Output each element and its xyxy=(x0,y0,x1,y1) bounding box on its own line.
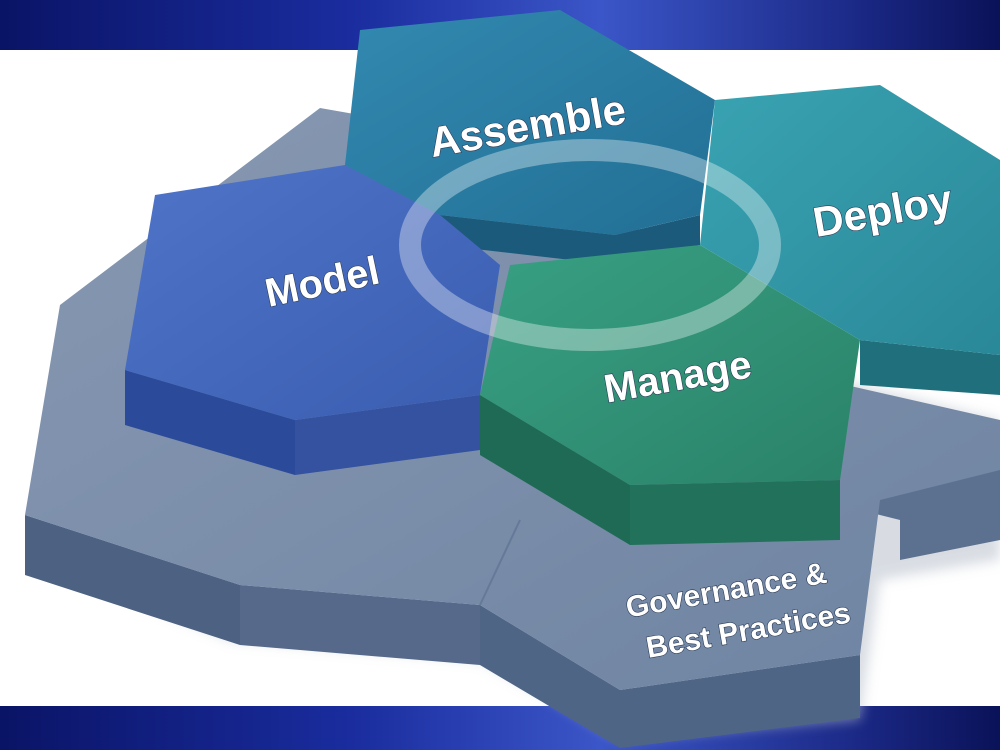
hex-model-top xyxy=(125,165,500,420)
hex-deploy-top xyxy=(700,85,1000,355)
hex-deploy-side xyxy=(860,340,1000,395)
cycle-ring xyxy=(399,139,781,351)
hex-deploy xyxy=(700,85,1000,395)
hex-model-side-front xyxy=(295,395,480,475)
base-side-mid xyxy=(240,585,480,665)
hex-model-side-left xyxy=(125,370,295,475)
base-side-left xyxy=(25,515,240,645)
hex-manage-side-front xyxy=(630,480,840,545)
hex-assemble-top xyxy=(345,10,715,235)
hex-manage-side-left xyxy=(480,395,630,545)
hex-manage-top xyxy=(480,245,860,485)
base-divider xyxy=(479,519,521,606)
hex-model xyxy=(125,165,500,475)
base-side-front xyxy=(480,605,860,748)
hex-manage xyxy=(480,245,860,545)
